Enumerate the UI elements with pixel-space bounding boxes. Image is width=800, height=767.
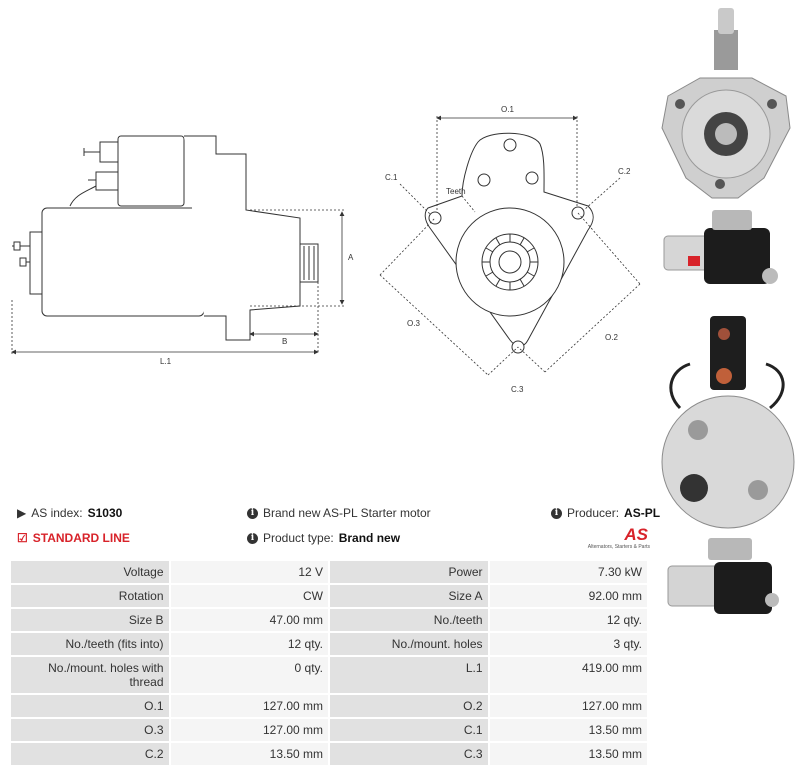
spec-label: Power: [330, 561, 488, 583]
as-index-value: S1030: [87, 506, 123, 520]
logo-mark: AS: [624, 525, 648, 544]
table-row: Rotation CW Size A 92.00 mm: [11, 585, 647, 607]
producer-value: AS-PL: [624, 506, 661, 520]
logo-tagline: Alternators, Starters & Parts: [587, 544, 650, 550]
specs-table: Voltage 12 V Power 7.30 kW Rotation CW S…: [9, 559, 649, 767]
technical-drawing: A B L.1: [11, 105, 641, 394]
spec-value: 12 qty.: [170, 633, 328, 655]
front-view: [424, 132, 594, 354]
spec-value: 13.50 mm: [170, 743, 328, 765]
spec-value: 12 V: [170, 561, 328, 583]
as-index-label: AS index:: [31, 506, 83, 520]
table-row: No./mount. holes with thread 0 qty. L.1 …: [11, 657, 647, 693]
spec-label: O.1: [11, 695, 169, 717]
spec-value: 13.50 mm: [489, 719, 647, 741]
info-icon: i: [551, 507, 562, 519]
dim-label-a: A: [348, 253, 354, 262]
spec-label: No./mount. holes: [330, 633, 488, 655]
product-photo-side[interactable]: [663, 210, 778, 284]
side-view-dimensions: [11, 209, 346, 356]
product-photos: [661, 8, 795, 614]
spec-label: O.3: [11, 719, 169, 741]
dim-label-b: B: [282, 337, 287, 346]
as-index: ▶ AS index: S1030: [17, 506, 122, 520]
dim-label-o3: O.3: [407, 319, 420, 328]
spec-label: C.1: [330, 719, 488, 741]
as-pl-logo: AS Alternators, Starters & Parts: [588, 525, 650, 553]
product-line: ☑ STANDARD LINE: [17, 531, 130, 545]
dim-label-c2: C.2: [618, 167, 631, 176]
spec-value: 127.00 mm: [170, 719, 328, 741]
spec-label: C.3: [330, 743, 488, 765]
dim-label-o1: O.1: [501, 105, 514, 114]
spec-label: C.2: [11, 743, 169, 765]
product-type-label: Product type:: [263, 531, 334, 545]
spec-value: 3 qty.: [489, 633, 647, 655]
description: i Brand new AS-PL Starter motor: [247, 506, 431, 520]
spec-label: Voltage: [11, 561, 169, 583]
front-view-dimensions: [379, 116, 641, 376]
product-type: i Product type: Brand new: [247, 531, 400, 545]
pinion-teeth: [482, 234, 538, 290]
table-row: O.1 127.00 mm O.2 127.00 mm: [11, 695, 647, 717]
spec-label: No./teeth: [330, 609, 488, 631]
spec-value: 0 qty.: [170, 657, 328, 693]
dim-label-c1: C.1: [385, 173, 398, 182]
spec-value: 419.00 mm: [489, 657, 647, 693]
dim-label-teeth: Teeth: [446, 187, 466, 196]
producer: i Producer: AS-PL: [551, 506, 660, 520]
table-row: Size B 47.00 mm No./teeth 12 qty.: [11, 609, 647, 631]
producer-label: Producer:: [567, 506, 620, 520]
product-photo-angle[interactable]: [667, 538, 779, 614]
product-photo-rear[interactable]: [661, 316, 795, 529]
spec-value: 47.00 mm: [170, 609, 328, 631]
info-icon: i: [247, 532, 258, 544]
spec-label: Size B: [11, 609, 169, 631]
table-row: O.3 127.00 mm C.1 13.50 mm: [11, 719, 647, 741]
description-text: Brand new AS-PL Starter motor: [263, 506, 431, 520]
spec-value: CW: [170, 585, 328, 607]
product-photo-front[interactable]: [661, 8, 791, 199]
dim-label-o2: O.2: [605, 333, 618, 342]
dim-label-c3: C.3: [511, 385, 524, 394]
spec-label: No./teeth (fits into): [11, 633, 169, 655]
spec-value: 7.30 kW: [489, 561, 647, 583]
table-row: C.2 13.50 mm C.3 13.50 mm: [11, 743, 647, 765]
spec-label: Rotation: [11, 585, 169, 607]
spec-value: 127.00 mm: [489, 695, 647, 717]
spec-value: 92.00 mm: [489, 585, 647, 607]
product-line-label: STANDARD LINE: [32, 531, 130, 545]
spec-value: 12 qty.: [489, 609, 647, 631]
info-icon: i: [247, 507, 258, 519]
spec-label: Size A: [330, 585, 488, 607]
spec-label: L.1: [330, 657, 488, 693]
side-view: [12, 135, 319, 341]
tags-icon: ▶: [17, 506, 27, 520]
spec-label: No./mount. holes with thread: [11, 657, 169, 693]
dim-label-l1: L.1: [160, 357, 172, 366]
spec-label: O.2: [330, 695, 488, 717]
table-row: No./teeth (fits into) 12 qty. No./mount.…: [11, 633, 647, 655]
spec-value: 13.50 mm: [489, 743, 647, 765]
spec-value: 127.00 mm: [170, 695, 328, 717]
checkbox-icon: ☑: [17, 531, 28, 545]
product-type-value: Brand new: [338, 531, 401, 545]
table-row: Voltage 12 V Power 7.30 kW: [11, 561, 647, 583]
